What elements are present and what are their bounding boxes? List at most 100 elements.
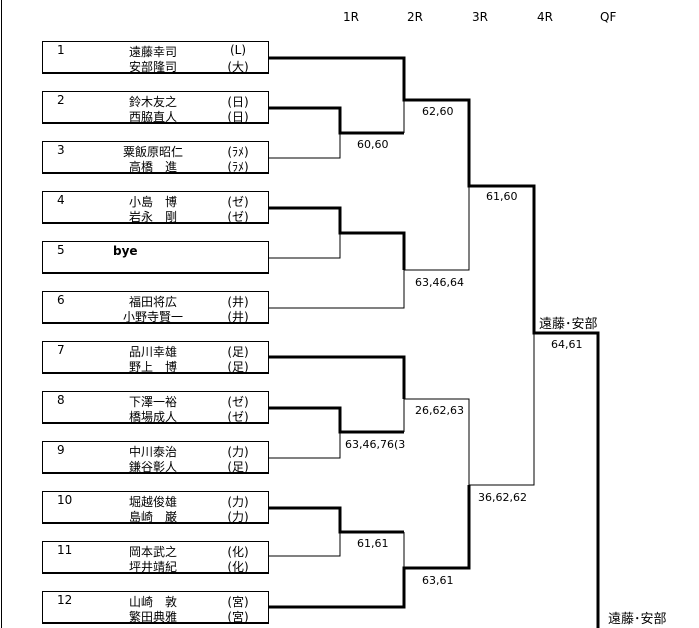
player-affiliation: (日) — [227, 110, 249, 124]
entry-number: 2 — [57, 93, 65, 107]
player-affiliation: (宮) — [227, 610, 249, 624]
draw-entry: 10 堀越俊雄 (力) 島崎 巌 (力) — [42, 491, 269, 524]
player-affiliation: (化) — [227, 560, 249, 574]
player-name: 岡本武之 — [128, 545, 177, 559]
player-name: 下澤一裕 — [128, 395, 177, 409]
draw-entry: 12 山崎 敦 (宮) 繁田典雅 (宮) — [42, 591, 269, 624]
line-thin — [269, 186, 470, 309]
entry-number: 1 — [57, 43, 65, 57]
player-affiliation: (ゼ) — [227, 395, 249, 409]
player-name: 品川幸雄 — [128, 345, 177, 359]
player-name: 繁田典雅 — [128, 610, 177, 624]
line-thick — [269, 406, 404, 434]
entry-number: 10 — [57, 493, 73, 507]
player-affiliation: (ゼ) — [227, 410, 249, 424]
round-header-1r: 1R — [343, 10, 359, 24]
entry-number: 6 — [57, 293, 65, 307]
score-1r-10v11: 61,61 — [357, 537, 389, 550]
score-1r-8v9: 63,46,76(3 — [345, 438, 406, 451]
player-affiliation: (ゼ) — [227, 210, 249, 224]
player-name: 粟飯原昭仁 — [122, 145, 183, 159]
score-2r-1: 62,60 — [422, 105, 454, 118]
score-2r-7: 26,62,63 — [415, 404, 464, 417]
player-name: 鎌谷彰人 — [128, 460, 177, 474]
score-4r: 64,61 — [551, 338, 583, 351]
score-2r-12: 63,61 — [422, 574, 454, 587]
entry-number: 11 — [57, 543, 73, 557]
player-name: 鈴木友之 — [128, 95, 177, 109]
player-affiliation: (ﾗﾒ) — [227, 160, 249, 174]
player-affiliation: (日) — [227, 95, 249, 109]
player-affiliation: (力) — [227, 445, 249, 459]
player-name: 坪井靖紀 — [128, 560, 177, 574]
winner-lines — [269, 56, 600, 628]
player-name: 小野寺賢一 — [122, 310, 183, 324]
player-affiliation: (化) — [227, 545, 249, 559]
entry-number: 12 — [57, 593, 73, 607]
player-name: 福田将広 — [128, 295, 177, 309]
player-affiliation: (ゼ) — [227, 195, 249, 209]
winner-qf: 遠藤･安部 — [608, 612, 667, 627]
line-thin — [269, 532, 341, 557]
player-affiliation: (大) — [227, 60, 249, 74]
draw-entry: 2 鈴木友之 (日) 西脇直人 (日) — [42, 91, 269, 124]
score-3r-top: 61,60 — [486, 190, 518, 203]
player-name: 遠藤幸司 — [128, 45, 177, 59]
player-affiliation: (足) — [227, 345, 249, 359]
loser-lines — [269, 100, 535, 568]
entry-number: 4 — [57, 193, 65, 207]
score-2r-4: 63,46,64 — [415, 276, 464, 289]
score-3r-bottom: 36,62,62 — [478, 491, 527, 504]
player-affiliation: (L) — [229, 43, 247, 57]
entry-number: 7 — [57, 343, 65, 357]
draw-entry: 8 下澤一裕 (ゼ) 橋場成人 (ゼ) — [42, 391, 269, 424]
draw-entry: 11 岡本武之 (化) 坪井靖紀 (化) — [42, 541, 269, 574]
line-thick — [269, 355, 406, 399]
player-affiliation: (井) — [227, 310, 249, 324]
draw-entry: 1 遠藤幸司 (L) 安部隆司 (大) — [42, 41, 269, 74]
player-affiliation: (足) — [227, 460, 249, 474]
winner-4r: 遠藤･安部 — [539, 317, 598, 332]
line-thick — [269, 506, 404, 534]
player-name: 山崎 敦 — [128, 595, 177, 609]
draw-entry: 6 福田将広 (井) 小野寺賢一 (井) — [42, 291, 269, 324]
player-name: 堀越俊雄 — [128, 495, 177, 509]
line-thin — [269, 233, 341, 259]
line-thin — [269, 432, 341, 459]
entry-number: 5 — [57, 243, 65, 257]
score-1r-2v3: 60,60 — [357, 138, 389, 151]
draw-entry: 7 品川幸雄 (足) 野上 博 (足) — [42, 341, 269, 374]
line-thick — [269, 206, 406, 270]
round-header-qf: QF — [600, 10, 617, 24]
player-affiliation: (足) — [227, 360, 249, 374]
player-name: 岩永 剛 — [128, 210, 177, 224]
line-thick — [269, 106, 404, 135]
entry-number: 8 — [57, 393, 65, 407]
player-affiliation: (ﾗﾒ) — [227, 145, 249, 159]
player-name: 安部隆司 — [128, 60, 177, 74]
entry-number: 9 — [57, 443, 65, 457]
player-affiliation: (宮) — [227, 595, 249, 609]
round-header-3r: 3R — [472, 10, 488, 24]
left-border — [1, 0, 2, 628]
line-thin — [404, 333, 535, 486]
player-affiliation: (井) — [227, 295, 249, 309]
bye-label: bye — [113, 244, 138, 258]
draw-entry: 9 中川泰治 (力) 鎌谷彰人 (足) — [42, 441, 269, 474]
player-name: 西脇直人 — [128, 110, 177, 124]
player-name: 橋場成人 — [128, 410, 177, 424]
player-affiliation: (力) — [227, 495, 249, 509]
player-name: 野上 博 — [128, 360, 177, 374]
line-thin — [269, 133, 341, 159]
line-thick — [269, 56, 600, 628]
entry-number: 3 — [57, 143, 65, 157]
player-name: 小島 博 — [128, 195, 177, 209]
player-name: 島崎 巌 — [128, 510, 177, 524]
draw-entry: 4 小島 博 (ゼ) 岩永 剛 (ゼ) — [42, 191, 269, 224]
player-affiliation: (力) — [227, 510, 249, 524]
draw-entry: 5 bye — [42, 241, 269, 274]
player-name: 中川泰治 — [128, 445, 177, 459]
